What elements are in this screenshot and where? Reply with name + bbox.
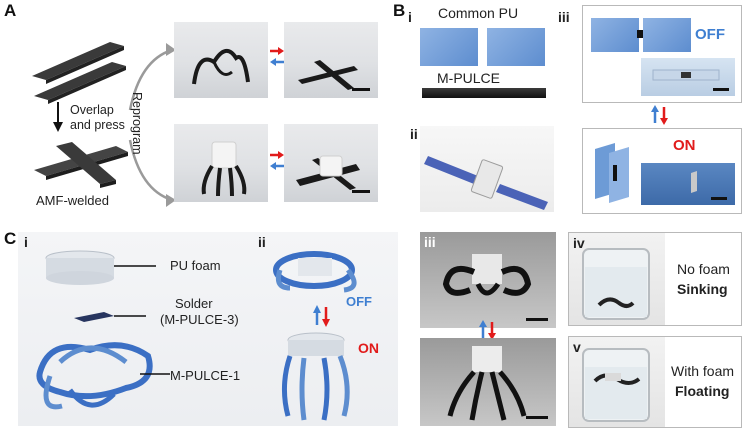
panel-c-sub-iii: iii bbox=[424, 234, 436, 250]
solder-render bbox=[74, 312, 146, 322]
c-off-label: OFF bbox=[346, 294, 372, 309]
c-iii-switch-arrows bbox=[479, 320, 496, 340]
pu-block-right bbox=[487, 28, 545, 66]
amf-welded-label: AMF-welded bbox=[36, 193, 109, 208]
c-on-label: ON bbox=[358, 340, 379, 356]
c-v-beaker-photo bbox=[569, 337, 665, 427]
b-off-label: OFF bbox=[695, 26, 725, 43]
c-iii-photo-off bbox=[420, 232, 556, 328]
b-on-label: ON bbox=[673, 137, 696, 154]
mpulce-label: M-PULCE bbox=[437, 70, 501, 86]
pu-foam-label: PU foam bbox=[170, 258, 221, 273]
panel-b-sub-iii: iii bbox=[558, 9, 570, 25]
b-iii-off-frame: OFF bbox=[582, 5, 742, 103]
off-photo bbox=[641, 58, 735, 96]
photo-a-bottom-standing bbox=[174, 124, 268, 202]
photo-a-top-flat bbox=[284, 22, 378, 98]
off-block-right bbox=[643, 18, 691, 52]
mpulce1-render bbox=[36, 342, 170, 410]
solder-sub-label: (M-PULCE-3) bbox=[160, 312, 239, 327]
sinking-label: Sinking bbox=[677, 281, 728, 297]
on-folded-blocks bbox=[595, 143, 629, 203]
panel-c-sub-v: v bbox=[573, 339, 581, 355]
with-foam-label: With foam bbox=[671, 363, 735, 379]
switch-arrows-a-top bbox=[270, 47, 284, 66]
on-photo bbox=[641, 163, 735, 205]
c-switch-arrows bbox=[313, 305, 330, 327]
c-ii-off-render bbox=[273, 251, 357, 293]
off-block-left bbox=[591, 18, 639, 52]
c-v-frame: v With foam Floating bbox=[568, 336, 742, 428]
strips-diagram bbox=[32, 42, 128, 188]
no-foam-label: No foam bbox=[677, 261, 730, 277]
mpulce1-label: M-PULCE-1 bbox=[170, 368, 241, 383]
solder-label: Solder bbox=[175, 296, 213, 311]
photo-a-bottom-flat bbox=[284, 124, 378, 202]
b-iii-on-frame: ON bbox=[582, 128, 742, 214]
overlap-arrow-icon bbox=[53, 102, 63, 132]
panel-c-sub-iv: iv bbox=[573, 235, 585, 251]
strip-top-lower bbox=[34, 62, 126, 100]
welded-cross-b bbox=[56, 142, 116, 184]
off-link bbox=[637, 30, 645, 38]
pu-block-left bbox=[420, 28, 478, 66]
reprogram-label: Reprogram bbox=[130, 92, 144, 155]
satellite-render bbox=[420, 126, 554, 212]
photo-a-top-curled bbox=[174, 22, 268, 98]
panel-c-sub-ii: ii bbox=[258, 234, 266, 250]
strip-top-upper bbox=[32, 42, 124, 80]
reprogram-arrows bbox=[128, 43, 176, 207]
c-ii-on-render bbox=[282, 332, 350, 421]
switch-arrows-a-bottom bbox=[270, 151, 284, 170]
floating-label: Floating bbox=[675, 383, 730, 399]
common-pu-label: Common PU bbox=[438, 5, 519, 21]
c-iv-beaker-photo bbox=[569, 233, 665, 325]
pu-foam-render bbox=[45, 250, 156, 285]
panel-a-label: A bbox=[4, 1, 17, 20]
mpulce-strip bbox=[422, 88, 546, 98]
b-switch-arrows bbox=[651, 105, 668, 125]
panel-c-label: C bbox=[4, 229, 17, 248]
panel-b-sub-i: i bbox=[408, 9, 412, 25]
panel-b-sub-ii: ii bbox=[410, 126, 418, 142]
overlap-text: Overlap bbox=[70, 103, 114, 117]
c-iv-frame: iv No foam Sinking bbox=[568, 232, 742, 326]
panel-b-label: B bbox=[393, 1, 406, 20]
press-text: and press bbox=[70, 118, 125, 132]
panel-c-sub-i: i bbox=[24, 234, 28, 250]
c-iii-photo-on bbox=[420, 338, 556, 426]
